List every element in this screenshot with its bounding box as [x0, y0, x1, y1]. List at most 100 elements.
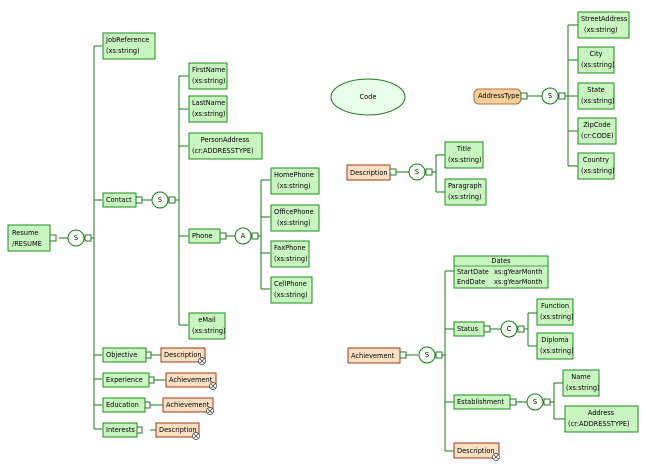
- zipcode-element[interactable]: ZipCode (cr:CODE): [577, 117, 617, 145]
- interests-description-ref[interactable]: Description: [155, 422, 200, 440]
- firstname-element[interactable]: FirstName (xs:string): [188, 62, 228, 90]
- faxphone-element[interactable]: FaxPhone (xs:string): [270, 240, 310, 268]
- name-element[interactable]: Name (xs:string): [562, 369, 600, 397]
- svg-text:Contact: Contact: [106, 196, 132, 204]
- svg-text:Achievement: Achievement: [351, 352, 395, 360]
- svg-text:(cr:CODE): (cr:CODE): [581, 132, 614, 140]
- svg-text:PersonAddress: PersonAddress: [201, 136, 250, 144]
- svg-text:Description: Description: [164, 351, 202, 359]
- svg-text:eMail: eMail: [198, 316, 216, 324]
- svg-text:Country: Country: [583, 156, 609, 164]
- svg-text:(xs:string): (xs:string): [566, 384, 600, 392]
- diploma-element[interactable]: Diploma (xs:string): [536, 332, 574, 360]
- experience-element[interactable]: Experience: [102, 372, 155, 388]
- resume-sequence[interactable]: S: [67, 229, 92, 247]
- addresstype-sequence[interactable]: S: [541, 87, 566, 105]
- svg-text:CellPhone: CellPhone: [274, 280, 307, 288]
- svg-text:S: S: [158, 196, 162, 204]
- addresstype-complex-type[interactable]: AddressType: [473, 88, 528, 105]
- svg-text:(xs:string): (xs:string): [192, 77, 226, 85]
- svg-text:City: City: [590, 50, 603, 58]
- personaddress-element[interactable]: PersonAddress (cr:ADDRESSTYPE): [188, 132, 263, 160]
- achievement-sequence[interactable]: S: [418, 346, 443, 364]
- city-element[interactable]: City (xs:string): [577, 46, 615, 74]
- contact-element[interactable]: Contact: [102, 192, 143, 208]
- status-choice[interactable]: C: [500, 320, 525, 338]
- svg-text:(xs:string): (xs:string): [448, 193, 482, 201]
- svg-text:(cr:ADDRESSTYPE): (cr:ADDRESSTYPE): [568, 420, 630, 428]
- description-element[interactable]: Description: [346, 164, 397, 181]
- svg-text:(xs:string): (xs:string): [277, 182, 311, 190]
- svg-text:HomePhone: HomePhone: [274, 171, 314, 179]
- svg-text:Dates: Dates: [491, 257, 511, 265]
- svg-text:C: C: [507, 325, 512, 333]
- svg-text:(xs:string): (xs:string): [274, 291, 308, 299]
- achievement-element[interactable]: Achievement: [347, 347, 407, 364]
- function-element[interactable]: Function (xs:string): [536, 298, 574, 326]
- svg-text:Diploma: Diploma: [541, 336, 568, 344]
- resume-name: Resume: [12, 229, 38, 237]
- state-element[interactable]: State (xs:string): [577, 82, 615, 110]
- code-ellipse[interactable]: Code: [330, 78, 406, 116]
- phone-element[interactable]: Phone: [188, 228, 227, 244]
- streetaddress-element[interactable]: StreetAddress (xs:string): [577, 11, 630, 39]
- svg-text:FaxPhone: FaxPhone: [274, 244, 306, 252]
- establishment-sequence[interactable]: S: [526, 393, 551, 411]
- svg-text:S: S: [74, 234, 78, 242]
- dates-element[interactable]: Dates StartDate xs:gYearMonth EndDate xs…: [453, 255, 549, 289]
- description-sequence[interactable]: S: [408, 163, 433, 181]
- phone-all-group[interactable]: A: [234, 227, 259, 245]
- svg-text:State: State: [587, 86, 604, 94]
- svg-text:Achievement: Achievement: [169, 376, 213, 384]
- education-achievement-ref[interactable]: Achievement: [162, 397, 214, 415]
- svg-text:Experience: Experience: [106, 376, 143, 384]
- svg-text:(xs:string): (xs:string): [540, 313, 574, 321]
- svg-text:StreetAddress: StreetAddress: [581, 15, 628, 23]
- svg-text:Objective: Objective: [106, 351, 137, 359]
- achievement-description-ref[interactable]: Description: [453, 442, 500, 461]
- resume-type: /RESUME: [12, 240, 42, 248]
- svg-text:AddressType: AddressType: [478, 92, 519, 100]
- address-element[interactable]: Address (cr:ADDRESSTYPE): [564, 405, 639, 433]
- svg-text:(xs:string): (xs:string): [192, 110, 226, 118]
- svg-text:FirstName: FirstName: [192, 66, 225, 74]
- svg-text:A: A: [241, 232, 246, 240]
- lastname-element[interactable]: LastName (xs:string): [188, 95, 228, 123]
- svg-text:Address: Address: [588, 409, 615, 417]
- svg-text:(xs:string): (xs:string): [448, 156, 482, 164]
- country-element[interactable]: Country (xs:string): [577, 152, 615, 180]
- paragraph-element[interactable]: Paragraph (xs:string): [444, 178, 487, 206]
- svg-text:Interests: Interests: [106, 426, 135, 434]
- svg-text:OfficePhone: OfficePhone: [274, 208, 314, 216]
- svg-text:(cr:ADDRESSTYPE): (cr:ADDRESSTYPE): [192, 147, 254, 155]
- officephone-element[interactable]: OfficePhone (xs:string): [270, 204, 320, 232]
- svg-text:(xs:string): (xs:string): [106, 47, 140, 55]
- jobreference-element[interactable]: JobReference (xs:string): [102, 32, 156, 60]
- svg-text:S: S: [533, 398, 537, 406]
- email-element[interactable]: eMail (xs:string): [188, 312, 226, 340]
- svg-text:(xs:string): (xs:string): [274, 255, 308, 263]
- education-element[interactable]: Education: [102, 397, 151, 413]
- cellphone-element[interactable]: CellPhone (xs:string): [270, 276, 313, 304]
- svg-text:(xs:string): (xs:string): [540, 347, 574, 355]
- experience-achievement-ref[interactable]: Achievement: [165, 372, 217, 390]
- svg-text:S: S: [425, 351, 429, 359]
- title-element[interactable]: Title (xs:string): [444, 141, 484, 169]
- resume-element[interactable]: Resume /RESUME: [7, 224, 57, 252]
- status-element[interactable]: Status: [453, 321, 491, 337]
- svg-text:Phone: Phone: [192, 232, 212, 240]
- svg-text:(xs:string): (xs:string): [581, 97, 615, 105]
- objective-description-ref[interactable]: Description: [160, 347, 206, 365]
- interests-element[interactable]: Interests: [102, 422, 143, 438]
- svg-text:xs:gYearMonth: xs:gYearMonth: [494, 278, 542, 286]
- svg-text:Description: Description: [350, 169, 388, 177]
- svg-text:Name: Name: [571, 373, 590, 381]
- homephone-element[interactable]: HomePhone (xs:string): [270, 167, 320, 195]
- establishment-element[interactable]: Establishment: [453, 394, 517, 410]
- code-label: Code: [360, 93, 377, 101]
- svg-text:LastName: LastName: [192, 99, 225, 107]
- objective-element[interactable]: Objective: [102, 347, 152, 363]
- contact-sequence[interactable]: S: [151, 191, 176, 209]
- svg-text:Description: Description: [457, 447, 495, 455]
